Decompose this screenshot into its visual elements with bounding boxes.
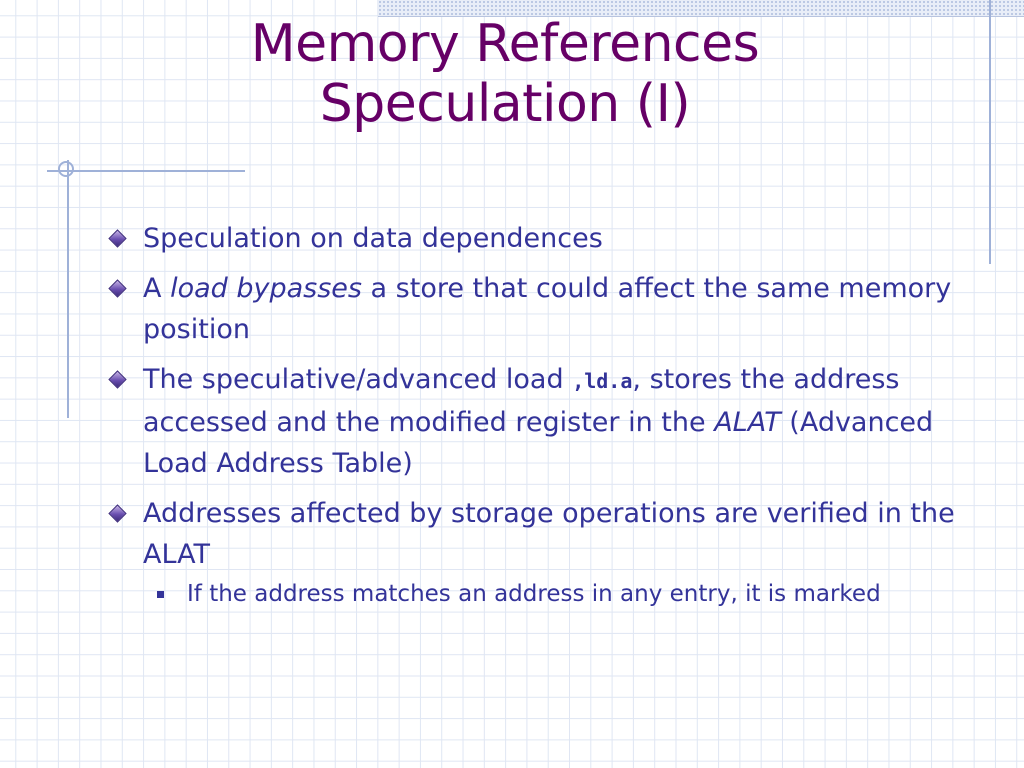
bullet-item: Speculation on data dependences [105,218,975,259]
bullet-text-middle: , stores the address accessed and the mo… [143,364,900,438]
sub-bullet-item: If the address matches an address in any… [105,578,975,610]
sub-bullet-text: If the address matches an address in any… [187,581,881,607]
bullet-text-prefix: A [143,273,171,304]
bullet-text-prefix: The speculative/advanced load [143,364,573,395]
diamond-bullet-icon [108,504,127,523]
bullet-code: ,ld.a [572,369,633,393]
diamond-bullet-icon [108,279,127,298]
horizontal-frame-line [47,170,245,172]
bullet-text: Speculation on data dependences [143,223,603,254]
bullet-list: Speculation on data dependences A load b… [105,218,975,610]
bullet-item: Addresses affected by storage operations… [105,493,975,575]
title-line-1: Memory References [250,14,760,74]
bullet-text-suffix: (Advanced Load Address Table) [143,407,934,479]
bullet-item: The speculative/advanced load ,ld.a, sto… [105,359,975,484]
title-line-2: Speculation (I) [319,74,691,134]
bullet-text-suffix: a store that could affect the same memor… [143,273,952,345]
top-decorative-band [378,0,1024,17]
diamond-bullet-icon [108,370,127,389]
bullet-text-italic: ALAT [714,407,781,438]
left-frame-line [67,160,69,418]
right-frame-line [989,0,991,264]
bullet-item: A load bypasses a store that could affec… [105,268,975,350]
bullet-text-italic: load bypasses [170,273,362,304]
crosshair-ring-icon [58,161,74,177]
diamond-bullet-icon [108,229,127,248]
bullet-text: Addresses affected by storage operations… [143,498,955,570]
slide-title: Memory References Speculation (I) [100,14,910,134]
square-bullet-icon [157,591,164,598]
